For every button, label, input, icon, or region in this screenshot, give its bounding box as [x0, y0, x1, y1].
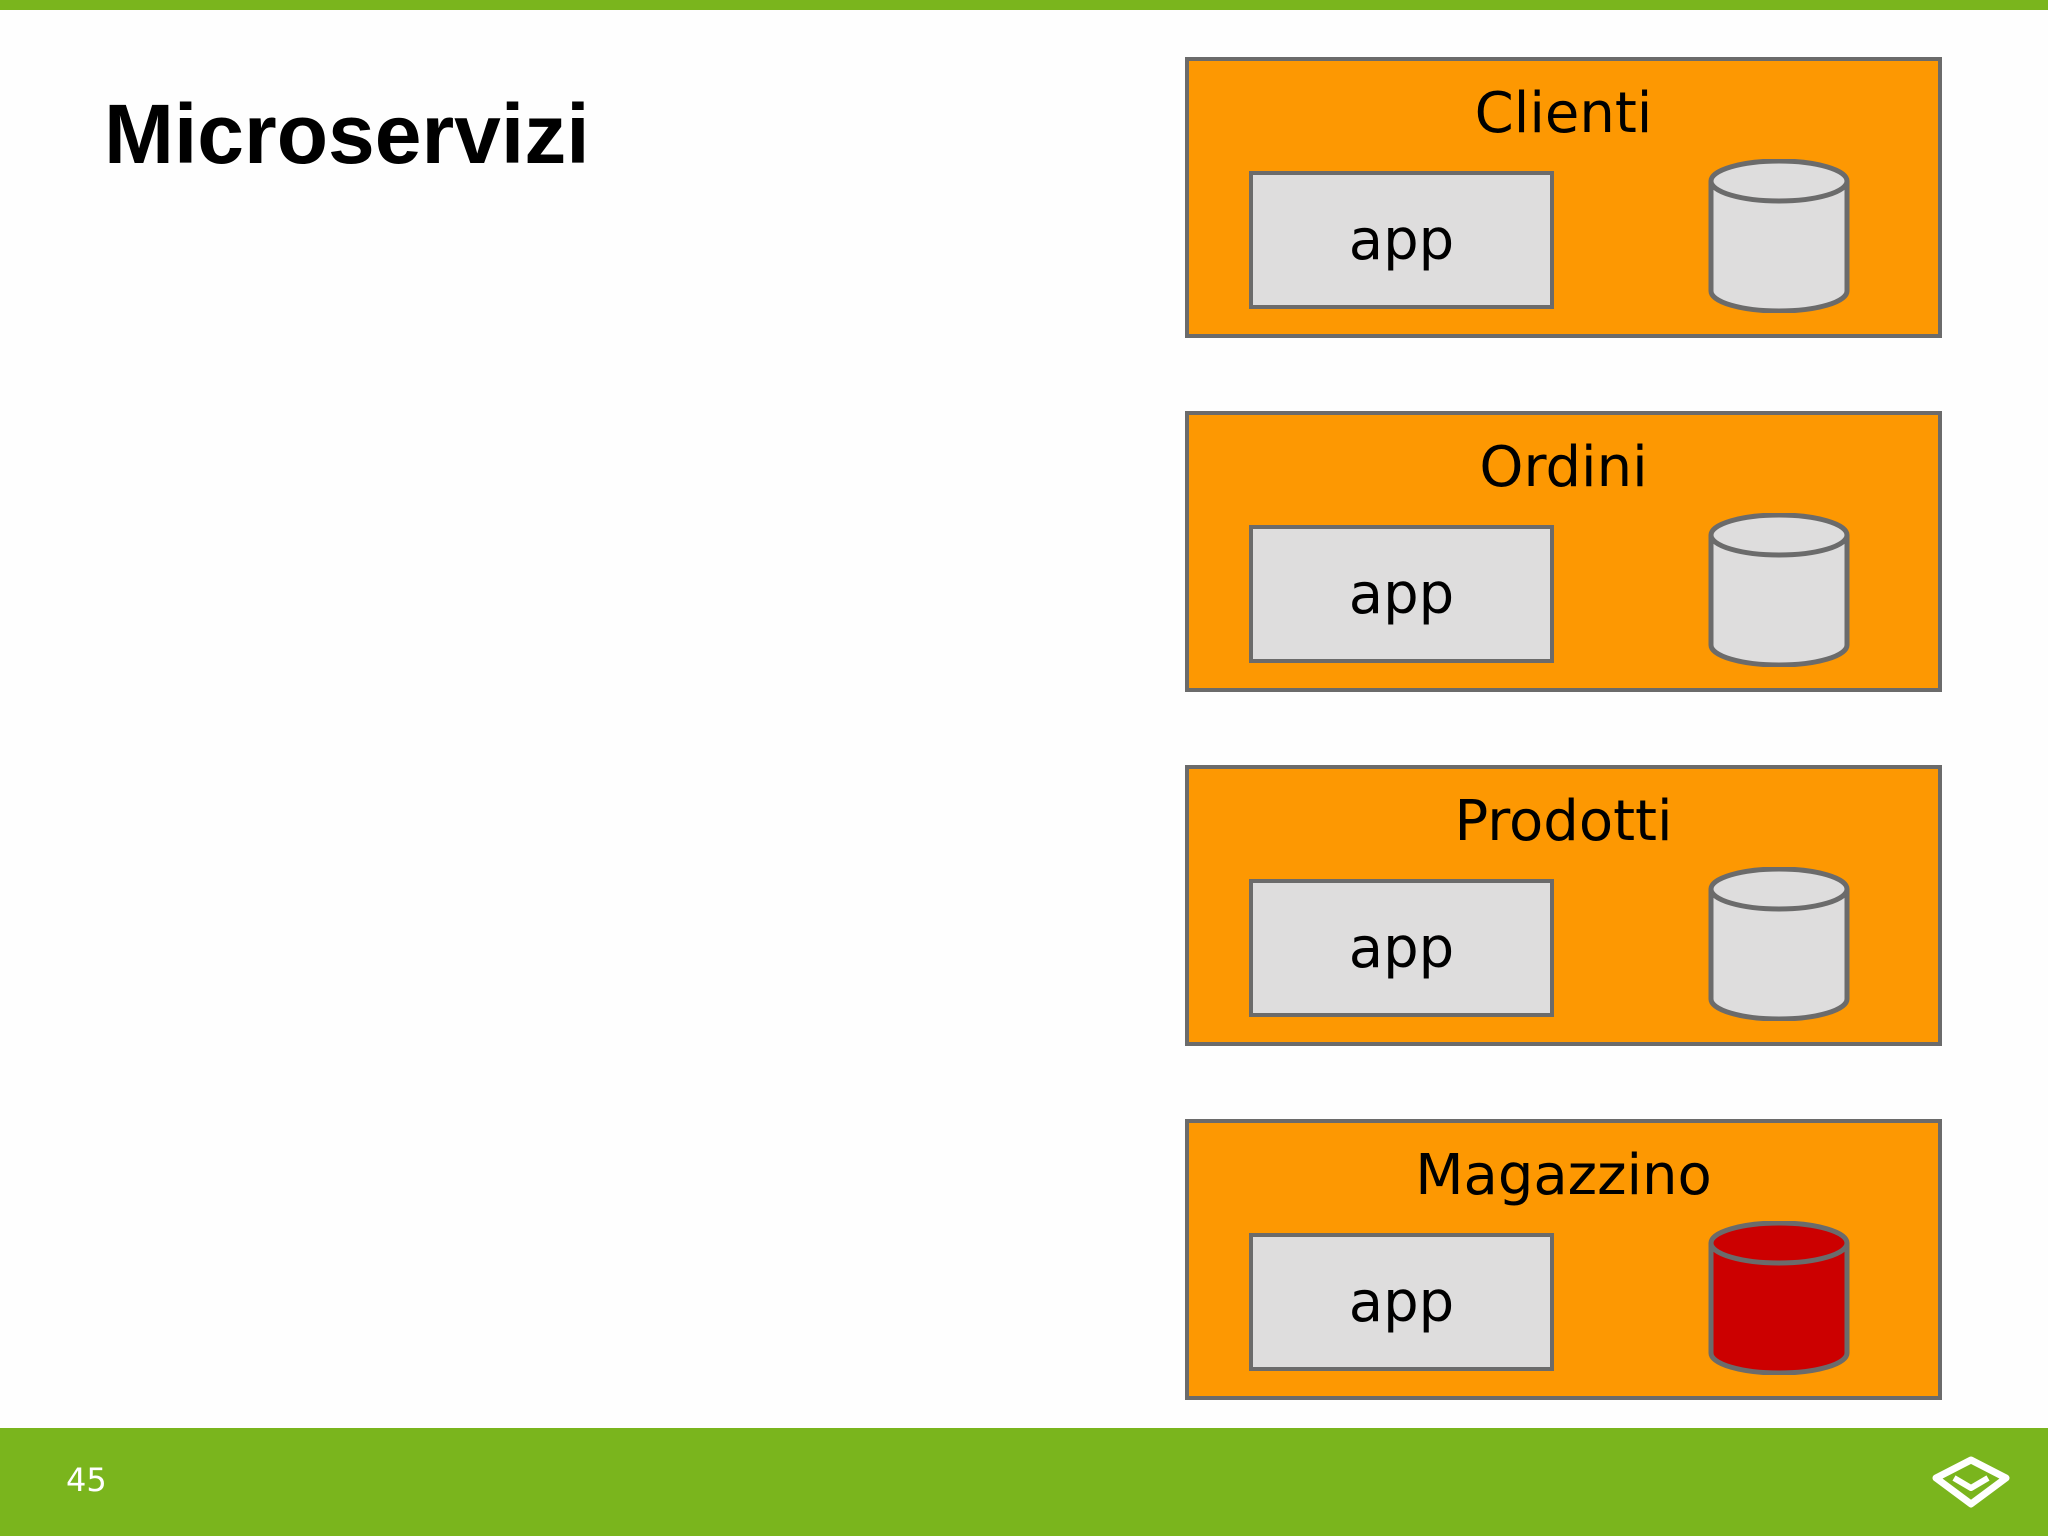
page-number: 45 — [66, 1461, 107, 1499]
app-box: app — [1249, 1233, 1554, 1371]
service-box-clienti: Clienti app — [1185, 57, 1942, 338]
slide-title: Microservizi — [104, 87, 590, 181]
app-box: app — [1249, 525, 1554, 663]
database-cylinder-icon — [1708, 867, 1850, 1021]
service-name: Ordini — [1479, 435, 1648, 500]
service-name: Magazzino — [1415, 1143, 1712, 1208]
service-box-prodotti: Prodotti app — [1185, 765, 1942, 1046]
top-accent-bar — [0, 0, 2048, 10]
service-box-magazzino: Magazzino app — [1185, 1119, 1942, 1400]
database-cylinder-icon — [1708, 513, 1850, 667]
service-name: Prodotti — [1454, 789, 1673, 854]
brand-logo-icon — [1932, 1456, 2010, 1508]
app-box: app — [1249, 171, 1554, 309]
app-box: app — [1249, 879, 1554, 1017]
service-name: Clienti — [1474, 81, 1653, 146]
database-cylinder-icon — [1708, 1221, 1850, 1375]
footer-bar: 45 — [0, 1428, 2048, 1536]
service-box-ordini: Ordini app — [1185, 411, 1942, 692]
database-cylinder-icon — [1708, 159, 1850, 313]
